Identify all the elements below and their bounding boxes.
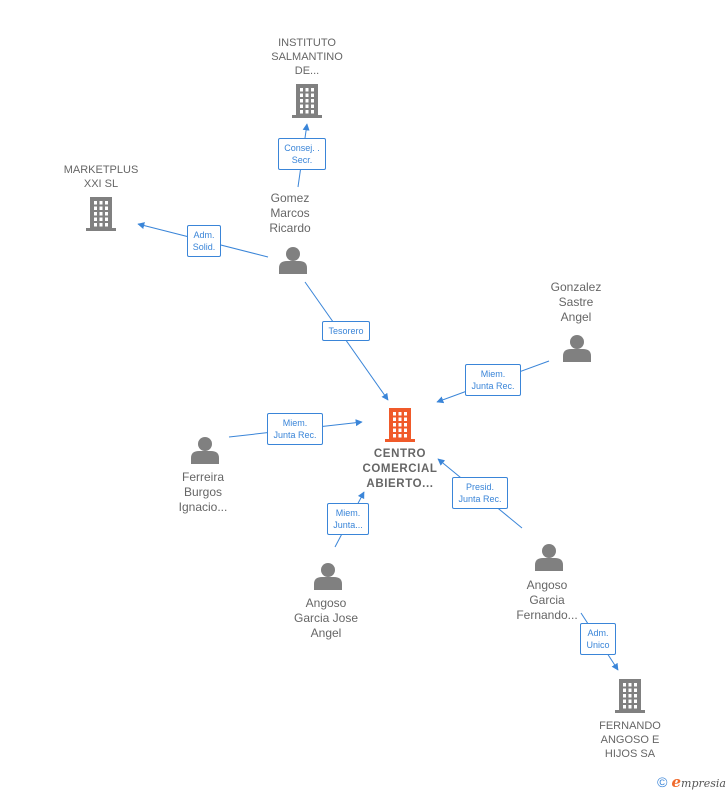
- node-label-angoso_fernando[interactable]: Angoso Garcia Fernando...: [516, 578, 578, 622]
- edge-label-gomez-to-instituto[interactable]: Consej. . Secr.: [278, 138, 326, 170]
- copyright-symbol: ©: [657, 774, 668, 790]
- person-icon-gonzalez[interactable]: [563, 335, 591, 362]
- person-icon-angoso_fernando[interactable]: [535, 544, 563, 571]
- person-icon-angoso_jose[interactable]: [314, 563, 342, 590]
- node-label-marketplus[interactable]: MARKETPLUS XXI SL: [63, 164, 139, 190]
- brand-logo[interactable]: empresia: [671, 773, 726, 791]
- person-icon-ferreira[interactable]: [191, 437, 219, 464]
- edge-label-ferreira-to-centro[interactable]: Miem. Junta Rec.: [267, 413, 323, 445]
- node-label-angoso_jose[interactable]: Angoso Garcia Jose Angel: [293, 596, 359, 640]
- building-icon-fernando_sa[interactable]: [615, 679, 645, 713]
- node-label-ferreira[interactable]: Ferreira Burgos Ignacio...: [178, 470, 228, 514]
- building-icon-centro[interactable]: [385, 408, 415, 442]
- edge-label-angoso_fernando-to-fernando_sa[interactable]: Adm. Unico: [580, 623, 616, 655]
- edge-gomez-to-centro: [304, 281, 389, 401]
- brand-footer: © empresia: [657, 773, 726, 791]
- person-icon-gomez[interactable]: [279, 247, 307, 274]
- building-icon-instituto[interactable]: [292, 84, 322, 118]
- edge-label-gonzalez-to-centro[interactable]: Miem. Junta Rec.: [465, 364, 521, 396]
- node-label-centro[interactable]: CENTRO COMERCIAL ABIERTO...: [362, 448, 438, 490]
- node-label-gonzalez[interactable]: Gonzalez Sastre Angel: [550, 280, 602, 324]
- edge-label-angoso_jose-to-centro[interactable]: Miem. Junta...: [327, 503, 369, 535]
- node-label-gomez[interactable]: Gomez Marcos Ricardo: [269, 191, 311, 235]
- node-label-fernando_sa[interactable]: FERNANDO ANGOSO E HIJOS SA: [599, 720, 661, 760]
- building-icon-marketplus[interactable]: [86, 197, 116, 231]
- edge-label-angoso_fernando-to-centro[interactable]: Presid. Junta Rec.: [452, 477, 508, 509]
- edge-label-gomez-to-centro[interactable]: Tesorero: [322, 321, 370, 341]
- edge-label-gomez-to-marketplus[interactable]: Adm. Solid.: [186, 225, 222, 257]
- node-label-instituto[interactable]: INSTITUTO SALMANTINO DE...: [271, 37, 343, 77]
